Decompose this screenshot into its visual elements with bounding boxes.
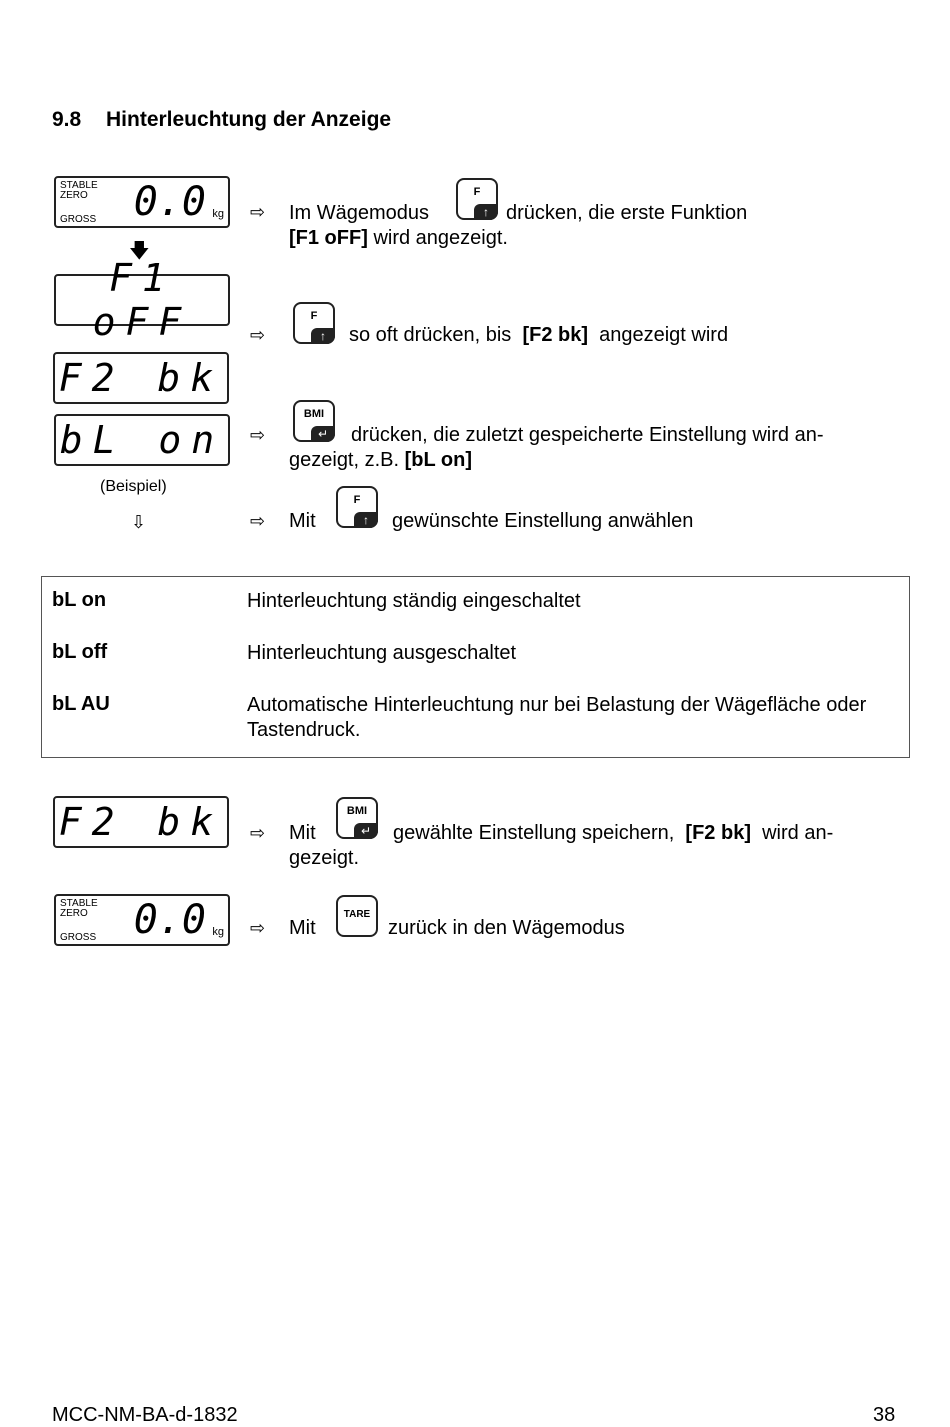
step-5-text-b: gewählte Einstellung speichern, [F2 bk] …: [393, 822, 834, 844]
step-5-text-a: Mit: [289, 822, 316, 844]
lcd-bl-on: bL on: [54, 414, 230, 466]
lcd-value: 0.0: [133, 179, 206, 225]
bmi-key-icon: BMI↵: [293, 400, 335, 442]
footer-page-number: 38: [873, 1404, 896, 1426]
lcd-label-zero: ZERO: [60, 908, 88, 919]
lcd-f2-bk-confirm: F2 bk: [53, 796, 229, 848]
lcd-f2-bk: F2 bk: [53, 352, 229, 404]
bullet-arrow-icon: ⇨: [250, 918, 266, 938]
step-3-line-2: gezeigt, z.B. [bL on]: [289, 449, 473, 471]
footer-doc-id: MCC-NM-BA-d-1832: [52, 1404, 238, 1426]
tare-key-icon: TARE: [336, 895, 378, 937]
example-label: (Beispiel): [100, 478, 167, 495]
lcd-f1-off: F1 oFF: [54, 256, 230, 344]
step-4-text-b: gewünschte Einstellung anwählen: [392, 510, 694, 532]
down-arrow-icon: 🡇: [129, 240, 150, 262]
lcd-label-gross: GROSS: [60, 932, 97, 943]
lcd-weighing-display-bottom: STABLE ZERO GROSS 0.0 kg: [54, 894, 230, 946]
step-4-text-a: Mit: [289, 510, 316, 532]
option-description: Hinterleuchtung ausgeschaltet: [247, 642, 517, 664]
option-key: bL on: [52, 589, 107, 611]
step-1-text-b: drücken, die erste Funktion: [506, 202, 748, 224]
step-2-text: so oft drücken, bis [F2 bk] angezeigt wi…: [349, 324, 729, 346]
lcd-unit: kg: [212, 208, 224, 220]
option-key: bL AU: [52, 693, 110, 715]
step-3-line-1: drücken, die zuletzt gespeicherte Einste…: [351, 424, 824, 446]
bullet-arrow-icon: ⇨: [250, 511, 266, 531]
lcd-label-zero: ZERO: [60, 190, 88, 201]
section-heading: 9.8 Hinterleuchtung der Anzeige: [52, 108, 391, 132]
f-key-icon: F↑: [293, 302, 335, 344]
step-5-line-2: gezeigt.: [289, 847, 360, 869]
lcd-label-gross: GROSS: [60, 214, 97, 225]
down-arrow-outline-icon: ⇩: [131, 512, 147, 532]
bmi-key-icon: BMI↵: [336, 797, 378, 839]
step-1-line-2: [F1 oFF] wird angezeigt.: [289, 227, 508, 249]
option-description: Automatische Hinterleuchtung nur bei Bel…: [247, 694, 867, 741]
lcd-label-stable: STABLE: [60, 898, 98, 909]
f-key-icon: F↑: [456, 178, 498, 220]
bullet-arrow-icon: ⇨: [250, 325, 266, 345]
bullet-arrow-icon: ⇨: [250, 823, 266, 843]
lcd-unit: kg: [212, 926, 224, 938]
option-description: Hinterleuchtung ständig eingeschaltet: [247, 590, 581, 612]
options-table: bL on Hinterleuchtung ständig eingeschal…: [41, 576, 910, 758]
lcd-value: 0.0: [133, 897, 206, 943]
step-6-text-a: Mit: [289, 917, 316, 939]
bullet-arrow-icon: ⇨: [250, 425, 266, 445]
option-key: bL off: [52, 641, 108, 663]
section-number: 9.8: [52, 108, 82, 131]
step-1-text-a: Im Wägemodus: [289, 202, 430, 224]
step-6-text-b: zurück in den Wägemodus: [388, 917, 625, 939]
bullet-arrow-icon: ⇨: [250, 202, 266, 222]
section-title: Hinterleuchtung der Anzeige: [106, 108, 392, 131]
lcd-weighing-display-top: STABLE ZERO GROSS 0.0 kg: [54, 176, 230, 228]
lcd-label-stable: STABLE: [60, 180, 98, 191]
f-key-icon: F↑: [336, 486, 378, 528]
